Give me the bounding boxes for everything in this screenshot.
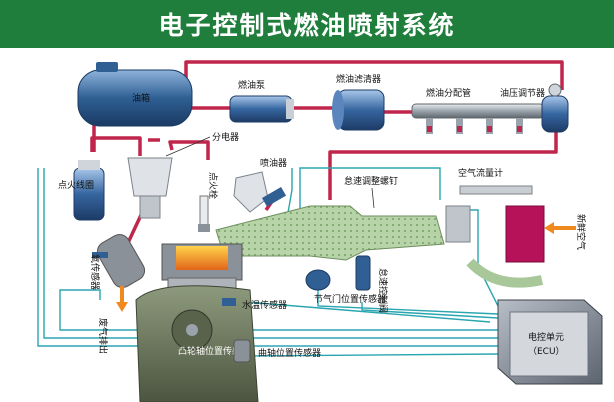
ecu-icon — [497, 299, 603, 385]
label-coolant-sensor: 水温传感器 — [242, 299, 287, 311]
intake-manifold-icon — [215, 205, 471, 261]
exhaust-arrow-icon — [116, 286, 128, 312]
idle-valve-icon — [355, 255, 371, 291]
label-throttle-sensor: 节气门位置传感器 — [314, 293, 386, 305]
label-ignition-coil: 点火线圈 — [58, 179, 94, 191]
label-fuel-filter: 燃油滤清器 — [336, 73, 381, 85]
label-idle-valve: 怠速控制阀 — [377, 268, 389, 313]
pressure-regulator-icon — [541, 83, 569, 133]
label-crank-sensor: 曲轴位置传感器 — [258, 347, 321, 359]
fuel-tank-icon — [77, 62, 193, 127]
spark-plug-icon — [198, 195, 210, 232]
label-idle-screw: 怠速调整螺钉 — [344, 175, 398, 187]
ecu-label-line2: （ECU） — [528, 346, 565, 357]
fuel-pump-icon — [229, 95, 294, 123]
label-fuel-tank: 油箱 — [132, 92, 150, 104]
fuel-filter-icon — [332, 89, 385, 131]
label-distributor: 分电器 — [212, 131, 239, 143]
label-airflow-meter: 空气流量计 — [458, 167, 503, 179]
label-injector: 喷油器 — [260, 157, 287, 169]
title-bar: 电子控制式燃油喷射系统 — [0, 0, 614, 48]
label-oxygen-sensor: 氧传感器 — [89, 254, 101, 290]
airflow-meter-icon — [459, 185, 545, 288]
label-exhaust: 废气排出 — [97, 318, 109, 354]
injector-icon — [233, 171, 287, 213]
label-fuel-pump: 燃油泵 — [238, 79, 265, 91]
label-fresh-air: 新鲜空气 — [575, 214, 587, 250]
fresh-air-arrow-icon — [544, 222, 576, 234]
engine-block-icon — [135, 243, 259, 402]
ecu-label-line1: 电控单元 — [528, 331, 564, 343]
distributor-icon — [127, 157, 173, 219]
label-cam-sensor: 凸轮轴位置传感器 — [178, 345, 250, 357]
system-diagram: 油箱 燃油泵 燃油滤清器 燃油分配管 — [37, 60, 603, 402]
coolant-sensor-icon — [222, 298, 236, 306]
crank-sensor-icon — [233, 339, 251, 363]
ignition-coil-icon — [73, 160, 105, 221]
label-fuel-rail: 燃油分配管 — [426, 87, 471, 99]
oxygen-sensor-icon — [92, 234, 146, 288]
label-pressure-regulator: 油压调节器 — [500, 87, 545, 99]
throttle-sensor-icon — [305, 269, 331, 291]
fuel-rail-icon — [411, 103, 545, 134]
diagram-title: 电子控制式燃油喷射系统 — [158, 11, 456, 40]
label-spark-plug: 点火栓 — [207, 172, 219, 199]
